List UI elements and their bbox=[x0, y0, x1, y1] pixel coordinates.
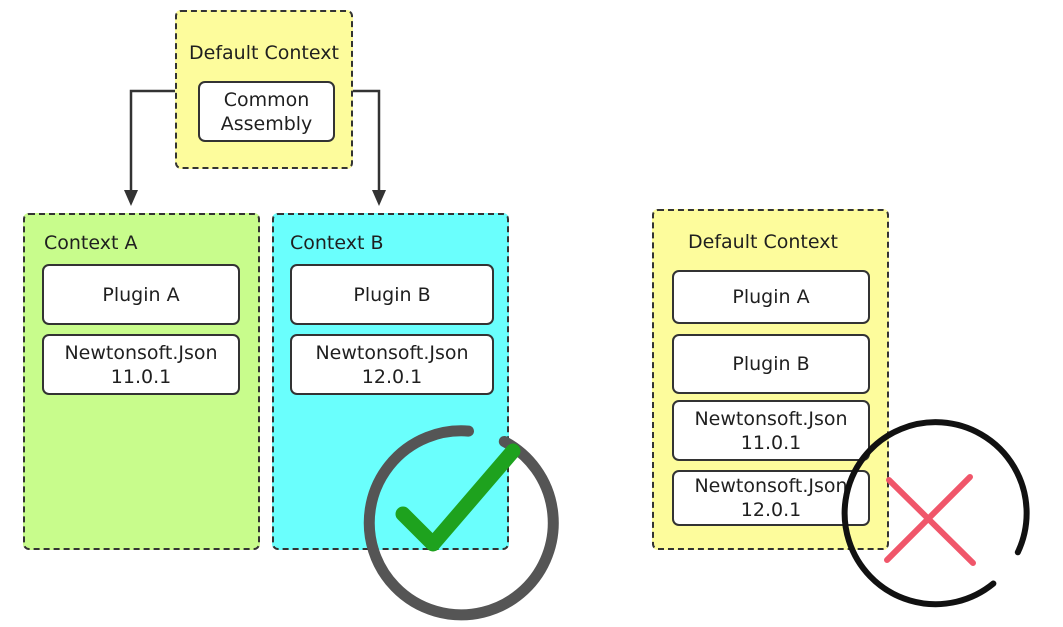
cross-icon bbox=[841, 419, 1030, 608]
common-assembly-box: Common Assembly bbox=[198, 81, 335, 142]
newtonsoft-11-box: Newtonsoft.Json 11.0.1 bbox=[42, 334, 240, 395]
newtonsoft-12-box: Newtonsoft.Json 12.0.1 bbox=[672, 470, 870, 526]
plugin-b-label: Plugin B bbox=[732, 353, 810, 375]
newtonsoft-12-box: Newtonsoft.Json 12.0.1 bbox=[290, 334, 494, 395]
plugin-b-label: Plugin B bbox=[353, 283, 431, 306]
plugin-a-label: Plugin A bbox=[732, 286, 810, 308]
newtonsoft-12-label: Newtonsoft.Json 12.0.1 bbox=[694, 475, 848, 521]
newtonsoft-11-box: Newtonsoft.Json 11.0.1 bbox=[672, 400, 870, 461]
default-context-top: Default Context Common Assembly bbox=[175, 10, 353, 169]
context-a-title: Context A bbox=[44, 232, 138, 254]
arrow-to-context-b bbox=[352, 89, 381, 192]
check-icon bbox=[363, 425, 559, 621]
plugin-a-box: Plugin A bbox=[42, 264, 240, 325]
plugin-a-box: Plugin A bbox=[672, 270, 870, 324]
newtonsoft-11-label: Newtonsoft.Json 11.0.1 bbox=[64, 341, 218, 388]
arrow-down-icon bbox=[372, 190, 386, 206]
arrow-to-context-a bbox=[129, 89, 176, 192]
newtonsoft-11-label: Newtonsoft.Json 11.0.1 bbox=[694, 407, 848, 454]
plugin-a-label: Plugin A bbox=[102, 283, 180, 306]
context-a: Context A Plugin A Newtonsoft.Json 11.0.… bbox=[23, 213, 260, 550]
plugin-b-box: Plugin B bbox=[672, 334, 870, 394]
context-b: Context B Plugin B Newtonsoft.Json 12.0.… bbox=[272, 213, 509, 550]
default-context-right-title: Default Context bbox=[688, 231, 838, 253]
arrow-down-icon bbox=[124, 190, 138, 206]
context-b-title: Context B bbox=[290, 232, 384, 254]
newtonsoft-12-label: Newtonsoft.Json 12.0.1 bbox=[315, 341, 469, 388]
default-context-top-title: Default Context bbox=[189, 42, 339, 64]
plugin-b-box: Plugin B bbox=[290, 264, 494, 325]
common-assembly-label: Common Assembly bbox=[220, 88, 313, 135]
